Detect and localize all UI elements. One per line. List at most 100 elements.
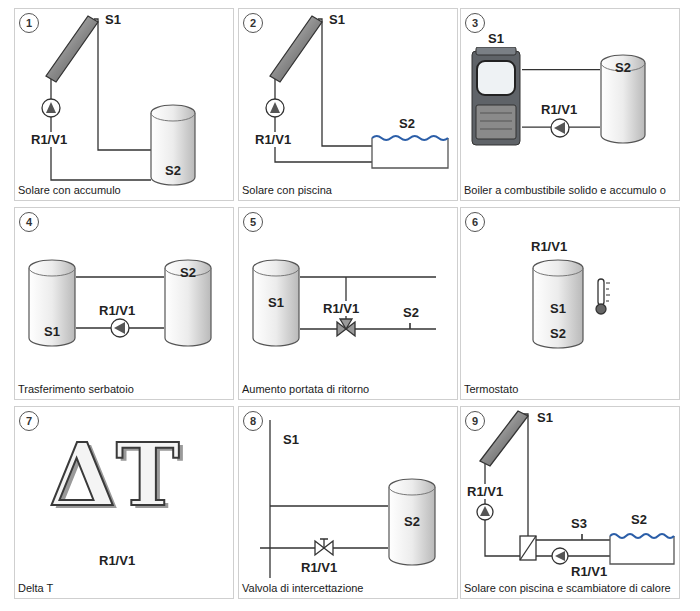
label-slot: R1/V1 (540, 100, 578, 118)
pump-symbol (42, 99, 60, 117)
pump-triangle (554, 122, 565, 134)
tank-body (29, 260, 75, 346)
callout-number: 5 (243, 212, 263, 232)
storage-tank: S1 (28, 259, 76, 347)
label-slot: R1/V1 (30, 130, 68, 148)
storage-tank: S1 (252, 259, 300, 347)
callout-number-text: 7 (26, 416, 32, 427)
signal-label: R1/V1 (98, 303, 136, 318)
signal-label: S2 (398, 116, 416, 131)
heat-exchanger (520, 536, 536, 560)
panel-caption: Delta T (18, 582, 53, 594)
tank-body (253, 260, 299, 346)
callout-number-text: 5 (250, 217, 256, 228)
boiler-window (477, 61, 515, 95)
panel-caption: Aumento portata di ritorno (242, 383, 369, 395)
heat-exchanger-diagonal (520, 536, 536, 560)
sensor-tick (581, 534, 583, 540)
tank-seam (151, 113, 195, 121)
scheme-panel: 1S2Solare con accumulo (14, 8, 234, 201)
pipe (269, 420, 270, 578)
label-slot: R1/V1 (300, 558, 338, 576)
pipe (300, 328, 436, 329)
callout-number-text: 2 (250, 18, 256, 29)
pipe (51, 79, 151, 180)
callout-number-text: 6 (472, 217, 478, 228)
boiler-body (472, 51, 520, 145)
caption-slot: Solare con piscina e scambiatore di calo… (464, 578, 671, 596)
signal-label: R1/V1 (30, 132, 68, 147)
tank-seam (389, 487, 435, 495)
storage-tank: S2 (388, 478, 436, 566)
thermometer-tube (598, 279, 604, 305)
tank-body (151, 105, 195, 185)
callout-number-text: 4 (26, 217, 32, 228)
tank-seam (29, 268, 75, 276)
label-slot: S1 (282, 430, 300, 448)
pool-water (610, 534, 674, 538)
boiler-top (476, 47, 516, 55)
sensor-name: S1 (44, 325, 60, 340)
panel-2-art (266, 16, 448, 168)
pipe (523, 414, 528, 536)
tank-body (601, 55, 645, 143)
panel-caption: Solare con piscina (242, 184, 332, 196)
scheme-panel: 6S1S2Termostato (460, 207, 680, 400)
signal-label: S3 (570, 516, 588, 531)
pipe (536, 539, 610, 540)
callout-number: 2 (243, 13, 263, 33)
caption-slot: Valvola di intercettazione (242, 578, 363, 596)
pump-symbol (477, 504, 493, 520)
callout-number: 8 (243, 411, 263, 431)
scheme-panel: 8S2Valvola di intercettazione (238, 406, 458, 599)
sensor-name: S2 (404, 515, 420, 530)
label-slot: R1/V1 (98, 301, 136, 319)
label-slot: ΔT (48, 432, 181, 518)
pump-triangle (114, 322, 125, 334)
storage-tank: S2 (164, 259, 212, 347)
label-slot: R1/V1 (254, 130, 292, 148)
callout-number-text: 1 (26, 18, 32, 29)
callout-number: 4 (19, 212, 39, 232)
valve-stem (320, 539, 328, 548)
pipe-connector (522, 69, 600, 70)
signal-label: S1 (104, 12, 122, 27)
signal-label: S2 (630, 512, 648, 527)
caption-slot: Boiler a combustibile solido e accumulo … (464, 180, 666, 198)
boiler-graphic (470, 47, 522, 147)
label-slot: R1/V1 (466, 482, 504, 500)
solid-fuel-boiler: S1 (470, 32, 522, 147)
label-slot: S1 (536, 408, 554, 426)
pump-symbol (551, 119, 569, 137)
signal-label: S1 (282, 432, 300, 447)
tank-seam (253, 268, 299, 276)
label-slot: S3 (570, 514, 588, 532)
callout-number: 6 (465, 212, 485, 232)
label-slot: R1/V1 (570, 562, 608, 580)
label-slot: S1 (104, 10, 122, 28)
signal-label: R1/V1 (466, 484, 504, 499)
panel-caption: Trasferimento serbatoio (18, 383, 134, 395)
pump-symbol (552, 548, 568, 564)
label-slot: R1/V1 (98, 551, 136, 569)
pipe (275, 79, 372, 162)
callout-number-text: 8 (250, 416, 256, 427)
panel-6-art (596, 279, 610, 314)
label-slot: R1/V1 (530, 237, 568, 255)
pipe (536, 555, 610, 556)
sensor-name: S2 (180, 266, 196, 281)
label-slot: S1 (328, 10, 346, 28)
thermometer-bulb (596, 304, 606, 314)
callout-number-text: 9 (472, 416, 478, 427)
signal-label: R1/V1 (570, 564, 608, 579)
tank-body (533, 260, 583, 348)
sensor-name: S1 (268, 296, 284, 311)
valve-top (340, 319, 352, 329)
label-slot: R1/V1 (322, 299, 360, 317)
scheme-panel: 2Solare con piscina (238, 8, 458, 201)
pump-triangle (46, 102, 56, 113)
storage-tank: S2 (600, 54, 646, 144)
pump-triangle (555, 551, 565, 561)
valve-half (324, 541, 333, 555)
